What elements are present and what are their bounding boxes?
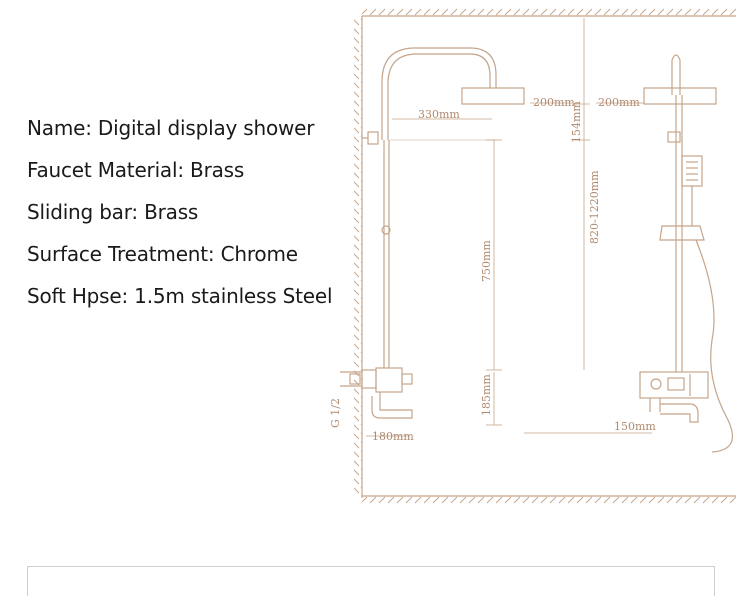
spec-surface-treatment: Surface Treatment: Chrome [27,242,298,266]
wall-bracket [367,131,379,145]
dim-head-size-front: 200mm [533,96,575,109]
dim-inlet-size: G 1/2 [329,398,342,428]
front-shower-head [461,87,525,105]
spec-soft-hose: Soft Hpse: 1.5m stainless Steel [27,284,333,308]
spec-faucet-material: Faucet Material: Brass [27,158,245,182]
side-mixer-display [639,371,709,423]
side-shower-head [643,87,717,105]
dim-arm-length: 330mm [418,108,460,121]
dim-spout-height: 185mm [480,374,493,416]
spec-name: Name: Digital display shower [27,116,315,140]
dim-valve-depth: 150mm [614,420,656,433]
hand-shower [659,155,705,241]
front-mixer-valve [340,367,413,419]
dim-head-drop: 154mm [570,101,583,143]
dim-spout-length: 180mm [372,430,414,443]
shower-hose [695,239,733,453]
bottom-panel-edge [27,566,715,596]
dim-total-height: 820-1220mm [588,170,601,244]
side-view-riser [643,54,717,372]
ceiling-hatch [362,8,736,17]
dim-bar-height: 750mm [480,240,493,282]
spec-sliding-bar: Sliding bar: Brass [27,200,199,224]
shower-technical-drawing: 330mm 200mm 200mm 154mm 820-1220mm 750mm… [329,8,736,504]
spec-list: Name: Digital display shower Faucet Mate… [27,112,333,322]
front-view-riser [381,47,497,368]
dim-head-size-side: 200mm [598,96,640,109]
floor-hatch [362,495,736,504]
wall-hatch [354,16,363,498]
